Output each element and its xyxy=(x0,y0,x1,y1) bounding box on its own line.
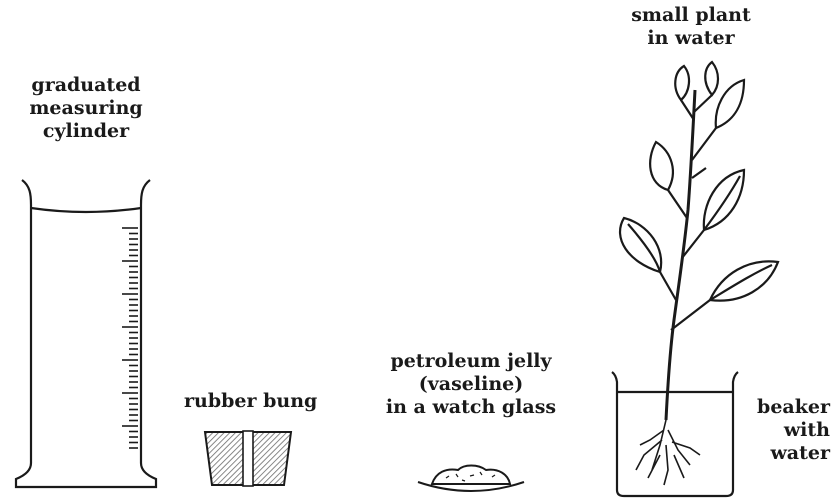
plant-leaf xyxy=(710,265,772,300)
cylinder-water-meniscus xyxy=(31,208,141,212)
rubber-bung xyxy=(205,431,291,486)
measuring-cylinder xyxy=(16,180,156,487)
plant-label-line: in water xyxy=(616,27,766,50)
cylinder-scale xyxy=(122,228,138,448)
plant-stem xyxy=(666,90,695,420)
petroleum-jelly-blob xyxy=(432,466,510,485)
plant-label-line: small plant xyxy=(616,4,766,27)
plant-leaf xyxy=(675,66,689,100)
cylinder-label: graduated measuring cylinder xyxy=(6,74,166,143)
beaker-label: beaker with water xyxy=(730,396,830,465)
cylinder-label-line: measuring xyxy=(6,97,166,120)
plant-roots xyxy=(636,420,700,485)
jelly-label: petroleum jelly (vaseline) in a watch gl… xyxy=(366,350,576,419)
beaker-label-line: beaker xyxy=(730,396,830,419)
jelly-label-line: (vaseline) xyxy=(366,373,576,396)
plant-leaf xyxy=(716,80,744,128)
plant-leaf xyxy=(650,142,673,190)
plant-label: small plant in water xyxy=(616,4,766,50)
plant-leaf xyxy=(620,218,661,272)
cylinder-label-line: graduated xyxy=(6,74,166,97)
beaker xyxy=(612,372,738,496)
cylinder-label-line: cylinder xyxy=(6,120,166,143)
beaker-label-line: with xyxy=(730,419,830,442)
plant-leaf xyxy=(705,62,718,95)
beaker-outline xyxy=(612,372,738,496)
watch-glass xyxy=(418,466,524,492)
jelly-label-line: in a watch glass xyxy=(366,396,576,419)
cylinder-outline xyxy=(16,180,156,487)
bung-hole xyxy=(243,431,253,486)
bung-label: rubber bung xyxy=(184,390,317,413)
jelly-label-line: petroleum jelly xyxy=(366,350,576,373)
beaker-label-line: water xyxy=(730,442,830,465)
